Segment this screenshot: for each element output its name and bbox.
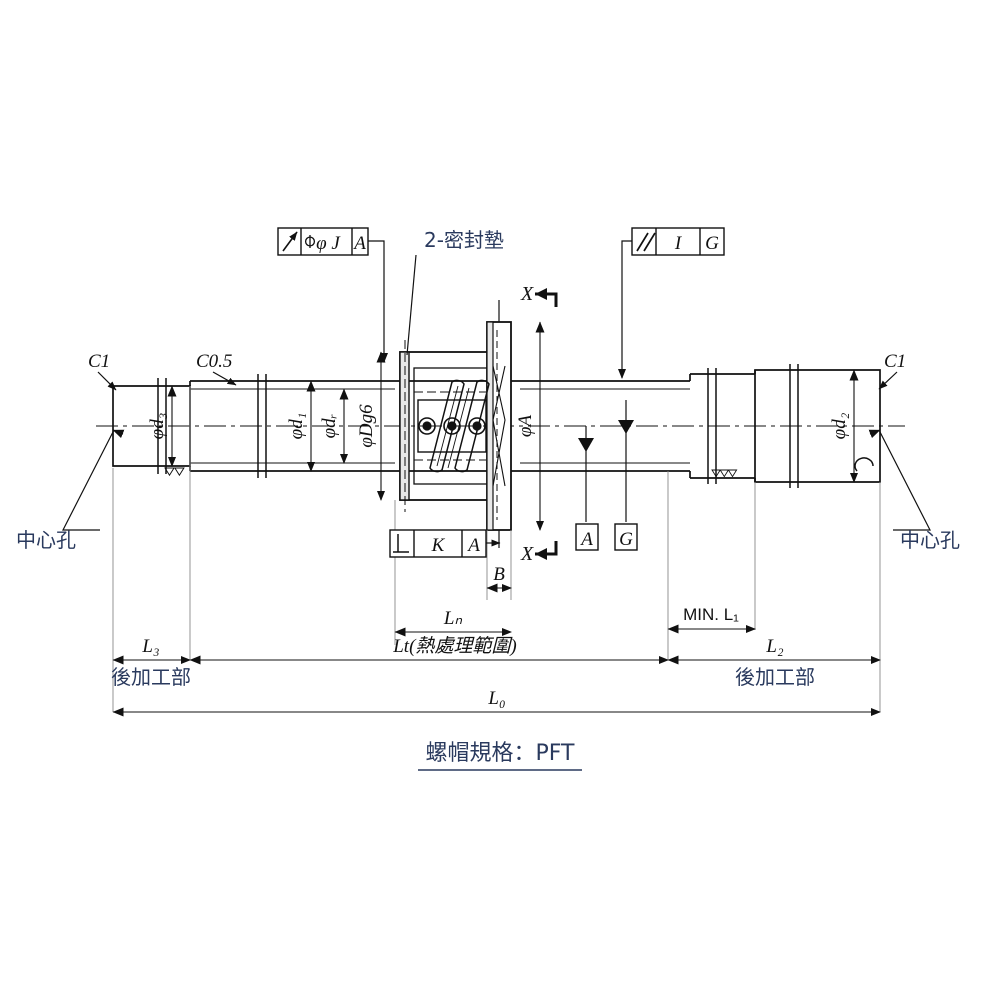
return-tube-2: [454, 379, 490, 473]
screw-2: [443, 417, 461, 435]
center-hole-callouts: 中心孔 中心孔: [16, 429, 960, 552]
dimension-min-L1: MIN. L₁: [667, 605, 756, 634]
section-marker-x-bottom: X: [498, 530, 558, 565]
gdt-datum-G: G: [705, 233, 719, 254]
dim-label-B: B: [493, 564, 505, 585]
gdt-tol-I: I: [674, 233, 683, 254]
post-machining-label-right: 後加工部: [735, 665, 815, 689]
chamfer-label-step: C0.5: [196, 351, 232, 372]
seal-callout-label: 2-密封墊: [424, 228, 504, 252]
screw-3: [468, 417, 486, 435]
seal-callout-group: 2-密封墊: [406, 228, 504, 356]
datum-symbol-A[interactable]: A: [575, 426, 599, 551]
shaft-section-d1: [190, 380, 395, 472]
dim-label-dr: φdᵣ: [319, 414, 340, 439]
datum-triangle-G: [618, 420, 634, 434]
dimension-B: B: [486, 564, 512, 593]
gdt-frame-runout-J[interactable]: φ J A: [277, 227, 388, 363]
gdt-datum-A2: A: [466, 535, 480, 556]
gdt-frame-perpendicularity-K[interactable]: K A: [389, 529, 501, 558]
gdt-frame-total-runout-I[interactable]: I G: [618, 227, 725, 379]
dim-label-Ln: Lₙ: [443, 608, 463, 629]
ball-nut-assembly: [399, 321, 512, 531]
dim-label-d3: φd₃: [147, 413, 168, 440]
dim-label-L3: L₃: [141, 636, 159, 657]
center-hole-label-left: 中心孔: [16, 528, 76, 552]
dim-label-Lt: Lt(熱處理範圍): [392, 635, 517, 657]
dimension-row-mid: L₃ Lt(熱處理範圍) L₂: [112, 635, 881, 665]
section-label-x-top: X: [520, 283, 534, 305]
tube-mounting-screws: [418, 417, 486, 435]
dim-label-L0: L₀: [487, 688, 505, 709]
nut-internal-dashed: [404, 340, 486, 512]
datum-triangle-A: [578, 438, 594, 452]
perpendicularity-icon: [393, 534, 409, 553]
ball-return-tubes: [429, 379, 490, 473]
diameter-dimensions: [167, 321, 859, 531]
nut-spec-caption: 螺帽規格：PFT: [426, 741, 576, 766]
dimension-Ln: Lₙ: [394, 608, 512, 637]
gdt-tol-J: φ J: [316, 233, 341, 254]
total-runout-icon: [636, 232, 656, 252]
gdt-tol-K: K: [431, 535, 446, 556]
datum-label-G: G: [619, 529, 633, 550]
chamfer-label-left: C1: [88, 351, 110, 372]
section-label-x-bottom: X: [520, 543, 534, 565]
screw-1: [418, 417, 436, 435]
dim-label-Dg6: φDg6: [356, 404, 377, 448]
datum-label-A: A: [579, 529, 593, 550]
dim-label-L2: L₂: [765, 636, 784, 657]
thread-root-lines: [190, 388, 690, 464]
post-machining-label-left: 後加工部: [111, 665, 191, 689]
dim-label-d1: φd₁: [286, 413, 307, 440]
extension-lines: [112, 386, 881, 712]
center-hole-label-right: 中心孔: [900, 528, 960, 552]
title-caption-group: 螺帽規格：PFT: [418, 741, 582, 771]
dim-label-A: φA: [515, 415, 536, 438]
datum-symbol-G[interactable]: G: [614, 400, 638, 551]
return-tube-1: [429, 379, 465, 473]
dim-label-d2: φd₂: [829, 412, 850, 439]
chamfer-callouts: C1 C0.5 C1: [88, 351, 906, 391]
dimension-L0: L₀: [112, 688, 881, 717]
dim-label-min-L1: MIN. L₁: [683, 605, 739, 624]
flange-face-shade: [486, 321, 494, 531]
gdt-datum-A: A: [352, 233, 366, 254]
section-marker-x-top: X: [498, 283, 558, 322]
chamfer-label-right: C1: [884, 351, 906, 372]
circular-runout-icon: [282, 231, 298, 252]
